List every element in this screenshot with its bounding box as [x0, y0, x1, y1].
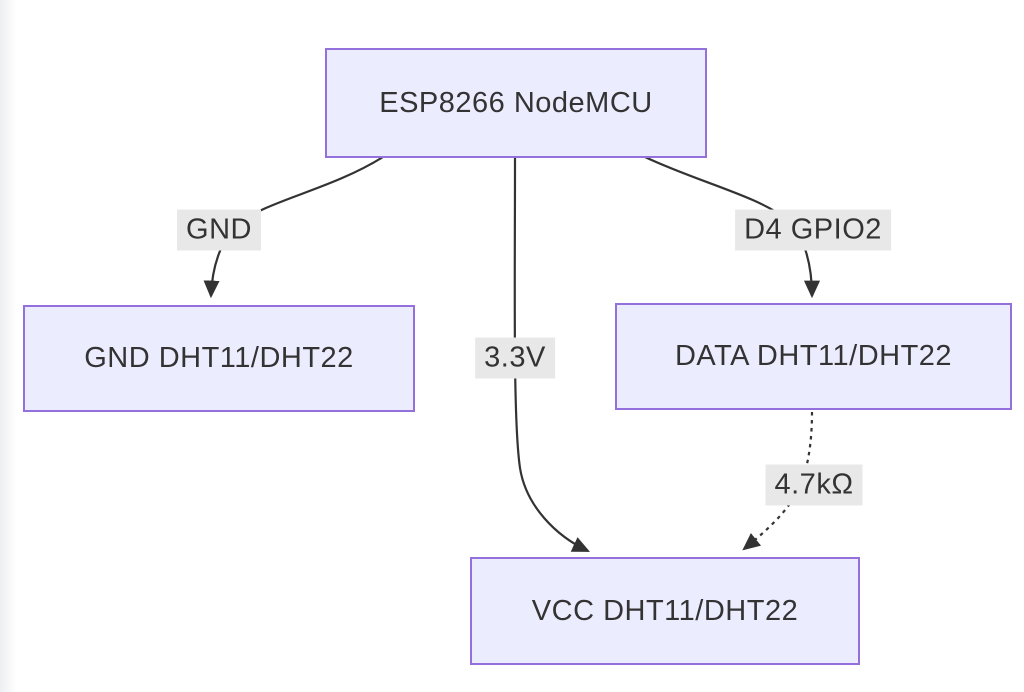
node-data-dht: DATA DHT11/DHT22 [615, 303, 1012, 410]
node-label-gnd: GND DHT11/DHT22 [84, 342, 354, 374]
node-vcc-dht: VCC DHT11/DHT22 [470, 557, 860, 665]
node-label-esp8266: ESP8266 NodeMCU [379, 86, 653, 119]
edge-label-3v3: 3.3V [475, 337, 555, 379]
node-gnd-dht: GND DHT11/DHT22 [23, 305, 415, 412]
edge-label-d4-gpio2: D4 GPIO2 [735, 209, 891, 251]
edge-label-gnd: GND [177, 209, 261, 251]
edge-esp-to-vcc [513, 156, 590, 552]
node-esp8266-nodemcu: ESP8266 NodeMCU [325, 48, 707, 158]
edge-label-pullup-resistor: 4.7kΩ [765, 464, 863, 506]
node-label-vcc: VCC DHT11/DHT22 [531, 594, 799, 627]
node-label-data: DATA DHT11/DHT22 [674, 340, 953, 372]
